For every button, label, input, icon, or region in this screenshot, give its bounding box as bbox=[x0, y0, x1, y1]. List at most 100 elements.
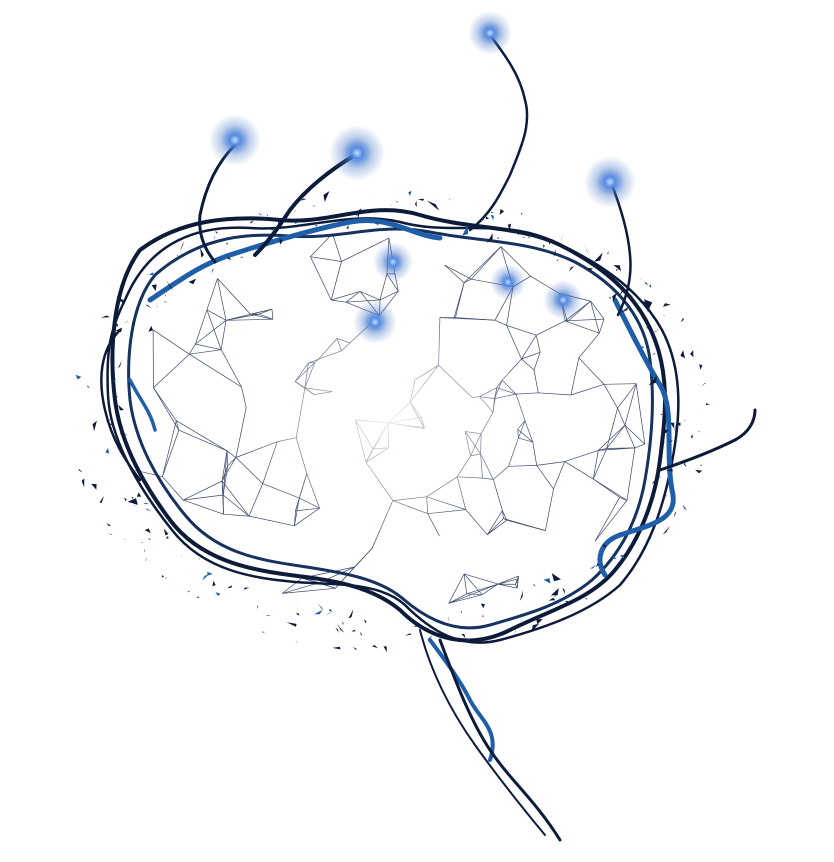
mesh-edge bbox=[487, 510, 503, 535]
fragment bbox=[352, 647, 357, 651]
particle-fragments bbox=[75, 190, 710, 653]
fragment bbox=[146, 304, 152, 309]
mesh-edge bbox=[178, 429, 228, 452]
mesh-edge bbox=[598, 318, 605, 334]
fragment bbox=[648, 375, 657, 386]
mesh-edge bbox=[536, 465, 554, 490]
fragment bbox=[99, 495, 104, 504]
mesh-edge bbox=[175, 420, 180, 431]
fragment bbox=[644, 281, 649, 286]
mesh-edge bbox=[331, 299, 347, 303]
vine-curl bbox=[100, 328, 142, 482]
fragment bbox=[202, 574, 210, 581]
fragment bbox=[109, 423, 112, 426]
fragment bbox=[265, 614, 271, 617]
mesh-edge bbox=[565, 318, 605, 322]
fragment bbox=[225, 242, 228, 246]
vine-strand bbox=[106, 217, 680, 644]
fragment bbox=[165, 577, 167, 579]
mesh-edge bbox=[359, 291, 381, 301]
fragment bbox=[696, 413, 698, 418]
fragment bbox=[631, 294, 633, 299]
fragment bbox=[519, 590, 523, 601]
vine-tail bbox=[419, 629, 546, 836]
fragment bbox=[666, 338, 668, 340]
mesh-edge bbox=[162, 476, 184, 501]
fragment bbox=[660, 413, 663, 415]
fragment bbox=[700, 382, 706, 387]
fragment bbox=[176, 254, 178, 257]
mesh-edge bbox=[624, 425, 636, 449]
fragment bbox=[560, 232, 564, 243]
fragment bbox=[256, 605, 259, 610]
fragment bbox=[114, 446, 116, 448]
mesh-edge bbox=[221, 480, 224, 496]
fragment bbox=[690, 350, 694, 358]
fragment bbox=[584, 245, 590, 256]
fragment bbox=[245, 249, 247, 251]
fragment bbox=[164, 301, 168, 303]
fragment bbox=[639, 279, 642, 280]
mesh-edge bbox=[282, 582, 320, 594]
fragment bbox=[448, 616, 450, 621]
fragment bbox=[390, 204, 393, 206]
vine-tail bbox=[438, 638, 562, 842]
fragment bbox=[558, 600, 560, 606]
mesh-edge bbox=[227, 457, 237, 467]
fragment bbox=[699, 364, 703, 370]
mesh-edge bbox=[626, 447, 636, 501]
mesh-edge bbox=[220, 320, 227, 350]
mesh-edge bbox=[220, 349, 242, 388]
fragment bbox=[507, 223, 511, 232]
fragment bbox=[148, 325, 153, 332]
fragment bbox=[294, 202, 297, 205]
fragment bbox=[683, 461, 687, 467]
fragment bbox=[258, 212, 262, 216]
mesh-edge bbox=[341, 237, 390, 262]
fragment bbox=[161, 536, 165, 537]
mesh-edge bbox=[225, 313, 251, 321]
fragment bbox=[612, 554, 617, 560]
fragment bbox=[188, 278, 197, 285]
fragment bbox=[197, 557, 200, 560]
fragment bbox=[657, 458, 661, 463]
vine-accent-strand bbox=[128, 378, 157, 432]
fragment bbox=[665, 402, 669, 404]
fragment bbox=[105, 448, 109, 454]
fragment bbox=[449, 198, 451, 200]
mesh-edge bbox=[330, 261, 342, 301]
fragment bbox=[595, 562, 599, 568]
mesh-edge bbox=[448, 593, 467, 604]
mesh-edge bbox=[183, 499, 224, 515]
fragment bbox=[151, 284, 157, 292]
fragment bbox=[108, 533, 113, 536]
fragment bbox=[696, 440, 699, 443]
mesh-edge bbox=[545, 488, 554, 531]
fragment bbox=[114, 340, 123, 345]
mesh-edge bbox=[332, 233, 342, 262]
fragment bbox=[527, 236, 530, 239]
fragment bbox=[514, 230, 519, 233]
fragment bbox=[666, 394, 668, 397]
fragment bbox=[568, 266, 575, 272]
fragment bbox=[651, 330, 659, 334]
fragment bbox=[647, 506, 649, 509]
mesh-edge bbox=[497, 583, 518, 589]
fragment bbox=[551, 573, 561, 582]
fragment bbox=[414, 622, 421, 627]
mesh-edge bbox=[578, 332, 600, 359]
mesh-edge bbox=[189, 343, 196, 355]
fragment bbox=[521, 212, 523, 215]
fragment bbox=[677, 422, 681, 427]
mesh-edge bbox=[538, 392, 571, 396]
mesh-edge bbox=[455, 282, 465, 318]
fragment bbox=[663, 303, 671, 307]
fragment bbox=[404, 633, 412, 636]
mesh-edge bbox=[494, 319, 507, 326]
fragment bbox=[161, 574, 164, 578]
fragment bbox=[548, 239, 553, 245]
mesh-edge bbox=[536, 461, 565, 466]
fragment bbox=[644, 326, 653, 329]
mesh-edge bbox=[471, 246, 502, 280]
mesh-edge bbox=[217, 278, 227, 321]
